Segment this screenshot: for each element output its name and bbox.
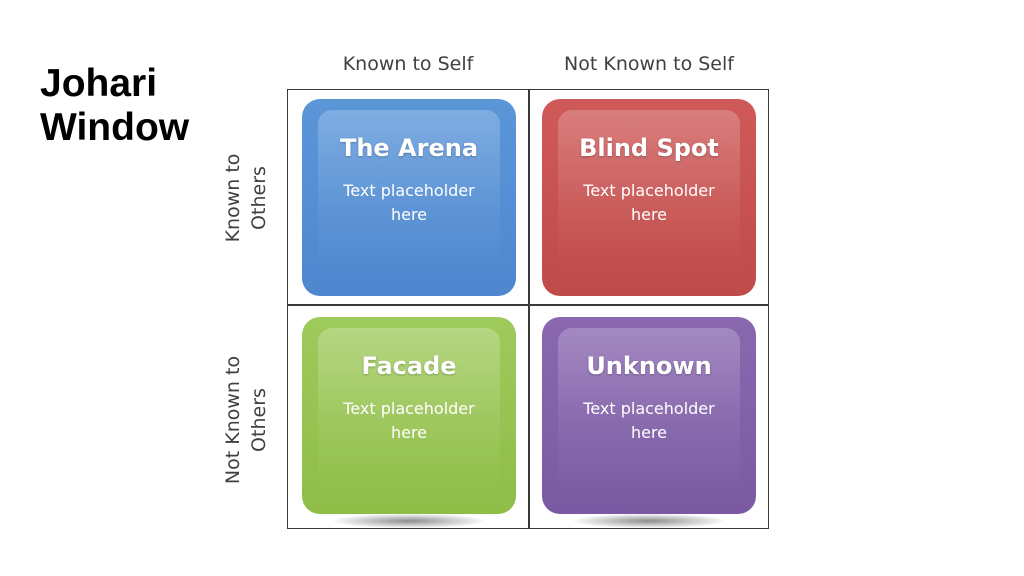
quadrant-shadow	[574, 514, 724, 528]
quadrant-text: Text placeholder here	[542, 397, 756, 445]
quadrant-shadow	[334, 514, 484, 528]
quadrant-title: Facade	[361, 352, 457, 380]
quadrant-the-arena: The Arena Text placeholder here	[302, 99, 516, 296]
column-header-not-known-to-self: Not Known to Self	[564, 53, 734, 75]
grid-horizontal-divider	[288, 304, 768, 306]
quadrant-text: Text placeholder here	[302, 179, 516, 227]
row-header-line: Others	[248, 166, 270, 230]
quadrant-text-line: Text placeholder	[583, 181, 715, 200]
row-header-not-known-to-others: Not Known to Others	[220, 313, 276, 527]
row-header-line: Others	[248, 388, 270, 452]
slide-title-line-1: Johari	[40, 62, 158, 105]
quadrant-title: Unknown	[586, 352, 712, 380]
column-header-known-to-self: Known to Self	[342, 53, 474, 75]
quadrant-unknown: Unknown Text placeholder here	[542, 317, 756, 514]
slide-title: Johari Window	[40, 62, 230, 150]
johari-grid	[287, 89, 769, 529]
quadrant-text: Text placeholder here	[542, 179, 756, 227]
row-header-line: Known to	[222, 153, 244, 243]
quadrant-gloss	[558, 328, 740, 492]
slide-title-line-2: Window	[40, 106, 190, 149]
quadrant-text-line: Text placeholder	[583, 399, 715, 418]
quadrant-text-line: here	[390, 423, 428, 442]
quadrant-gloss	[318, 110, 500, 274]
quadrant-text-line: Text placeholder	[343, 181, 475, 200]
quadrant-text-line: here	[630, 205, 668, 224]
quadrant-text: Text placeholder here	[302, 397, 516, 445]
grid-vertical-divider	[528, 90, 530, 528]
quadrant-text-line: Text placeholder	[343, 399, 475, 418]
quadrant-facade: Facade Text placeholder here	[302, 317, 516, 514]
quadrant-gloss	[558, 110, 740, 274]
row-header-known-to-others: Known to Others	[220, 91, 276, 305]
quadrant-gloss	[318, 328, 500, 492]
quadrant-title: Blind Spot	[579, 134, 719, 162]
row-header-line: Not Known to	[222, 355, 244, 485]
quadrant-text-line: here	[390, 205, 428, 224]
quadrant-title: The Arena	[339, 134, 479, 162]
quadrant-blind-spot: Blind Spot Text placeholder here	[542, 99, 756, 296]
quadrant-text-line: here	[630, 423, 668, 442]
